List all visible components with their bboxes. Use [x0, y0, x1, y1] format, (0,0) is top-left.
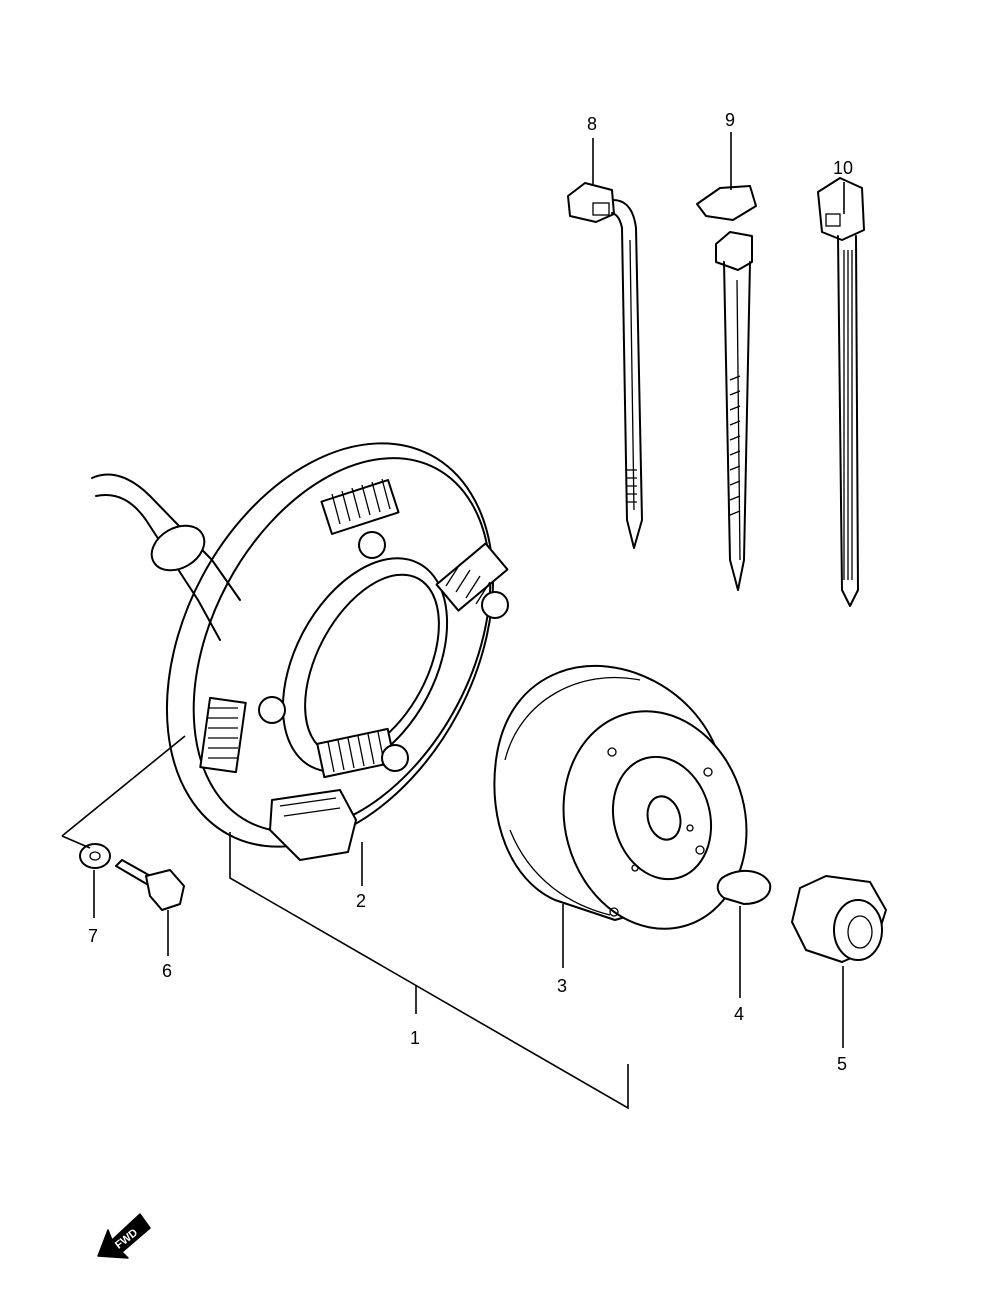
cable-tie-8 [567, 182, 643, 549]
coil [320, 478, 400, 535]
leader-lines [61, 132, 845, 1110]
forward-direction-arrow-icon: FWD [97, 1213, 151, 1259]
washer-7 [79, 843, 111, 869]
callout-2: 2 [356, 891, 366, 911]
callout-6: 6 [162, 961, 172, 981]
callout-3: 3 [557, 976, 567, 996]
callout-10: 10 [833, 158, 853, 178]
callout-9: 9 [725, 110, 735, 130]
callout-1: 1 [410, 1028, 420, 1048]
key-4 [716, 869, 772, 905]
cable-tie-10 [817, 177, 865, 607]
coil [199, 696, 247, 774]
callout-7: 7 [88, 926, 98, 946]
cable-tie-9 [696, 185, 757, 591]
callout-5: 5 [837, 1054, 847, 1074]
bolt-6 [115, 859, 185, 911]
rotor-3 [493, 664, 748, 930]
screw-head [258, 531, 509, 772]
stator-assembly-2 [91, 442, 509, 861]
callout-4: 4 [734, 1004, 744, 1024]
callout-8: 8 [587, 114, 597, 134]
coil [435, 542, 509, 612]
nut-5 [791, 875, 887, 963]
